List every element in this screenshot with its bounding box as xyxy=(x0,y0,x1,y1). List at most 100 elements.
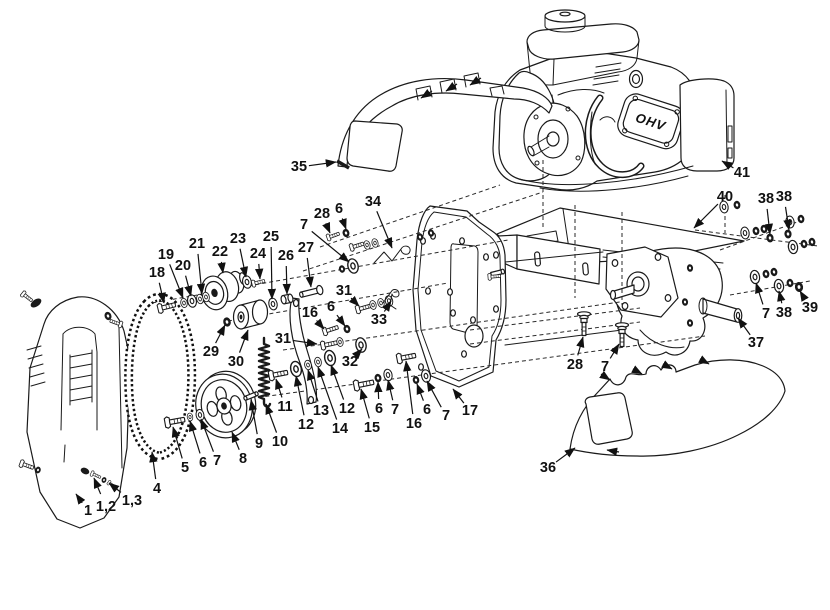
callout-number: 34 xyxy=(365,194,381,210)
callout-number: 20 xyxy=(175,258,191,274)
rod-34 xyxy=(373,245,411,264)
nut-38 xyxy=(765,233,775,243)
callout-number: 36 xyxy=(540,460,556,476)
callout-number: 1,3 xyxy=(122,493,142,509)
callout-number: 9 xyxy=(255,436,263,452)
shroud-window xyxy=(584,392,633,445)
callout-number: 16 xyxy=(302,305,318,321)
callout-number: 21 xyxy=(189,236,205,252)
bolt-5 xyxy=(163,413,187,430)
nut xyxy=(760,224,768,234)
callout-number: 23 xyxy=(230,231,246,247)
transmission-part-37 xyxy=(605,246,743,356)
callout-number: 39 xyxy=(802,300,818,316)
callout-leader xyxy=(351,348,363,360)
nut xyxy=(338,264,346,274)
callout-leader xyxy=(307,369,319,402)
callout-leader xyxy=(609,343,620,359)
callout-leader xyxy=(314,318,325,330)
nut-38 xyxy=(786,278,794,288)
key-9 xyxy=(243,391,259,401)
callout-leader xyxy=(231,431,240,450)
callout-number: 18 xyxy=(149,265,165,281)
drive-pulley-part-8 xyxy=(195,370,257,439)
callout-number: 16 xyxy=(406,416,422,432)
callout-number: 17 xyxy=(462,403,478,419)
callout-leader xyxy=(275,378,284,398)
output-shaft xyxy=(698,297,743,323)
callout-number: 38 xyxy=(776,189,792,205)
callout-number: 38 xyxy=(776,305,792,321)
callout-leader xyxy=(239,248,249,278)
side-plate-part-17 xyxy=(412,205,507,388)
bolt xyxy=(18,458,36,473)
bolt-15 xyxy=(352,376,376,393)
nut xyxy=(797,214,805,224)
drive-belt-part-4 xyxy=(124,292,197,461)
callout-number: 6 xyxy=(199,455,207,471)
callout-leader xyxy=(305,257,314,288)
callout-number: 27 xyxy=(298,240,314,256)
belt-cover-part-1 xyxy=(26,296,131,529)
callout-leader xyxy=(311,230,350,263)
washer xyxy=(335,336,345,348)
input-shaft xyxy=(609,284,635,301)
gearbox-cover xyxy=(523,102,586,177)
nut xyxy=(733,200,741,210)
callout-number: 12 xyxy=(339,401,355,417)
fuel-cap xyxy=(544,9,586,33)
engine-shroud-part-35 xyxy=(336,72,553,172)
bolt xyxy=(348,239,366,253)
callout-leader xyxy=(452,388,465,404)
washer-14 xyxy=(313,356,323,368)
callout-number: 15 xyxy=(364,420,380,436)
callout-number: 1,2 xyxy=(96,499,116,515)
lower-shroud-part-36 xyxy=(569,355,786,457)
valve-cover: OHV xyxy=(617,93,685,150)
washer-20 xyxy=(185,293,199,309)
callout-leader xyxy=(359,388,370,419)
nut xyxy=(762,269,770,279)
callout-leader xyxy=(282,265,291,295)
callout-leader xyxy=(196,253,206,295)
callout-leader xyxy=(330,364,345,400)
callout-leader xyxy=(189,420,201,454)
washer-7 xyxy=(345,257,361,275)
callout-number: 33 xyxy=(371,312,387,328)
crankshaft xyxy=(527,145,535,157)
nut-6 xyxy=(373,373,383,383)
callout-number: 7 xyxy=(300,217,308,233)
callout-number: 10 xyxy=(272,434,288,450)
callout-leader xyxy=(75,493,86,505)
plate-hole xyxy=(464,324,484,348)
shroud-window xyxy=(346,120,403,172)
callout-number: 19 xyxy=(158,247,174,263)
callout-number: 31 xyxy=(336,283,352,299)
nut-6 xyxy=(341,228,351,238)
callout-leader xyxy=(322,221,331,234)
air-cleaner-part-41 xyxy=(679,78,735,172)
nut-part-29 xyxy=(222,316,232,328)
hardware xyxy=(18,200,816,490)
callout-number: 35 xyxy=(291,159,307,175)
callout-leader xyxy=(426,380,442,408)
vent-slats xyxy=(592,62,622,86)
callout-number: 40 xyxy=(717,189,733,205)
washer xyxy=(80,467,90,475)
callout-number: 6 xyxy=(375,401,383,417)
callout-number: 13 xyxy=(313,403,329,419)
callout-number: 7 xyxy=(391,402,399,418)
callout-number: 4 xyxy=(153,481,161,497)
callout-leader xyxy=(238,329,249,353)
callout-number: 12 xyxy=(298,417,314,433)
callout-leader xyxy=(292,338,318,347)
bolt-16 xyxy=(321,322,340,337)
callout-leader xyxy=(416,383,425,401)
bolt xyxy=(19,289,35,304)
callout-number: 32 xyxy=(342,354,358,370)
bolt-11 xyxy=(267,366,290,382)
callout-leader xyxy=(783,206,792,231)
callout-leader xyxy=(265,403,278,433)
nut xyxy=(800,239,808,249)
